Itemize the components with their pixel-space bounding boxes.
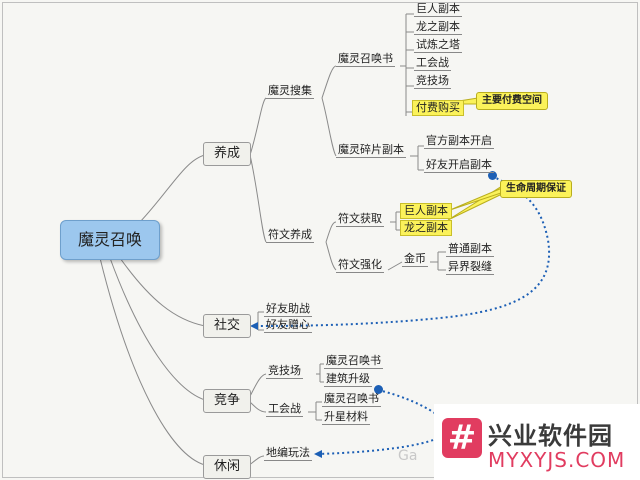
callout-pointer-lifecycle-2 [449,187,505,211]
edge-root-b1 [139,154,206,223]
node-trial-tower[interactable]: 试炼之塔 [414,38,462,53]
link-build-explore [317,389,452,455]
link-dot-friend-open [488,171,497,180]
node-arena[interactable]: 竞技场 [414,74,451,89]
node-rune-enhance[interactable]: 符文强化 [336,258,384,273]
watermark-url: MYXYJS.COM [488,448,626,472]
arrowhead-social [250,322,258,330]
node-rune-nurture[interactable]: 符文养成 [266,228,314,243]
edge-book-children [400,13,414,116]
node-gold[interactable]: 金币 [402,252,428,267]
node-spirit-collection[interactable]: 魔灵搜集 [266,84,314,99]
node-building-upgrade[interactable]: 建筑升级 [324,372,372,387]
node-giant-dungeon[interactable]: 巨人副本 [414,2,462,17]
node-rune-dragon-dungeon[interactable]: 龙之副本 [400,220,452,236]
callout-main-paid-space: 主要付费空间 [476,92,548,110]
node-rune-acquire[interactable]: 符文获取 [336,212,384,227]
node-rift[interactable]: 异界裂缝 [446,260,494,275]
ghost-watermark-text: Ga [398,448,418,464]
hash-logo-glyph: # [447,418,477,458]
root-node[interactable]: 魔灵召唤 [60,220,160,260]
node-map-play[interactable]: 地编玩法 [264,446,312,461]
edge-b1-search [249,97,267,156]
edge-search-book [321,65,337,99]
node-friend-assist[interactable]: 好友助战 [264,302,312,317]
node-guild-war[interactable]: 工会战 [414,56,451,71]
branch-social[interactable]: 社交 [203,314,251,338]
edge-gold-children [430,251,446,271]
node-star-material[interactable]: 升星材料 [322,410,370,425]
edge-root-b2 [119,257,206,327]
node-comp-summon-book-1[interactable]: 魔灵召唤书 [324,354,383,369]
node-comp-summon-book-2[interactable]: 魔灵召唤书 [322,392,381,407]
callout-lifecycle-guarantee: 生命周期保证 [500,180,572,198]
node-rune-giant-dungeon[interactable]: 巨人副本 [400,203,452,219]
branch-leisure[interactable]: 休闲 [203,455,251,479]
node-comp-guild-war[interactable]: 工会战 [266,402,303,417]
node-paid-purchase[interactable]: 付费购买 [412,100,464,116]
arrowhead-explore [314,450,322,458]
edge-rune-get-children [390,211,402,231]
branch-nurture[interactable]: 养成 [203,142,251,166]
node-friend-heart[interactable]: 好友赠心 [264,318,312,333]
node-dragon-dungeon[interactable]: 龙之副本 [414,20,462,35]
watermark-title: 兴业软件园 [488,422,613,450]
node-normal-dungeon[interactable]: 普通副本 [446,242,494,257]
link-dot-build [374,385,383,394]
edge-b1-rune [249,154,267,243]
node-comp-arena[interactable]: 竞技场 [266,364,303,379]
edge-rune-up [325,241,337,271]
edge-search-frag [321,97,337,157]
edge-frag-children [410,145,424,171]
branch-competition[interactable]: 竞争 [203,389,251,413]
node-friend-open[interactable]: 好友开启副本 [424,158,494,173]
edge-root-b3 [109,257,206,401]
node-summon-book[interactable]: 魔灵召唤书 [336,52,395,67]
edge-root-b4 [99,257,206,466]
site-watermark: # 兴业软件园 MYXYJS.COM [434,404,640,480]
node-official-open[interactable]: 官方副本开启 [424,134,494,149]
node-fragment-dungeon[interactable]: 魔灵碎片副本 [336,143,406,158]
hash-logo-icon: # [442,418,482,458]
edge-rune-get [325,221,337,243]
edge-rune-up-gold [387,261,403,271]
edge-guild-children [308,401,322,421]
edge-arena-children [316,363,324,383]
